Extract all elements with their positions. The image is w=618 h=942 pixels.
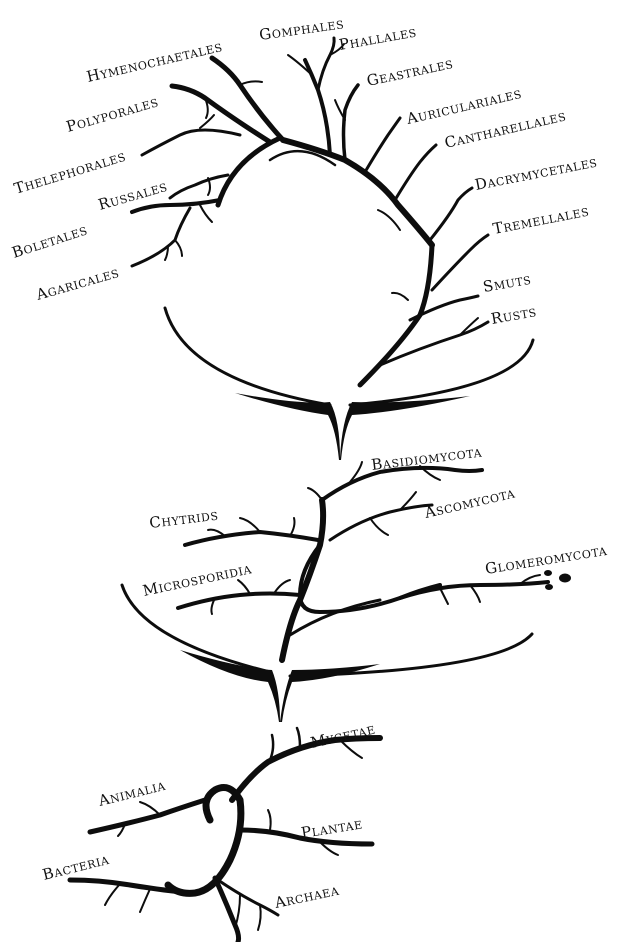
top-ring-top: [283, 140, 432, 245]
branch-mycetae-twig-a: [270, 735, 273, 760]
branch-ascomycota: [330, 505, 432, 540]
top-tier-bowl-left-arc: [165, 308, 330, 405]
branch-glomeromycota-twig-b: [440, 588, 448, 604]
branch-tremellales: [432, 235, 488, 290]
branch-auriculariales: [365, 118, 400, 172]
branch-agaricales: [132, 208, 190, 266]
label-phallales: Phallales: [338, 23, 418, 54]
branch-boletales: [132, 200, 220, 212]
label-thelephorales: Thelephorales: [12, 147, 128, 198]
branch-animalia-twig-a: [140, 802, 160, 815]
branch-chytrids-twig-b: [208, 530, 225, 536]
branch-hymenochaetales-twig: [240, 81, 262, 85]
label-smuts: Smuts: [482, 270, 533, 296]
branch-bacteria-twig-b: [140, 889, 150, 912]
branch-plantae-twig-a: [268, 810, 271, 830]
branch-ascomycota-twig-a: [370, 518, 388, 535]
branch-smuts-twig: [392, 293, 408, 300]
glomeromycota-spore: [544, 570, 552, 576]
label-plantae: Plantae: [300, 814, 364, 841]
branch-dacrymycetales: [430, 188, 472, 240]
branch-bacteria-twig-a: [105, 884, 120, 905]
top-tier-bowl-right-arc: [350, 340, 533, 405]
branch-mycetae: [232, 738, 380, 800]
branch-microsporidia-twig-a: [238, 580, 250, 594]
label-boletales: Boletales: [10, 220, 90, 261]
bottom-ring: [168, 788, 241, 894]
branch-chytrids: [185, 532, 318, 545]
branch-microsporidia: [178, 594, 300, 609]
branch-russales-twig: [208, 178, 210, 195]
label-chytrids: Chytrids: [148, 506, 219, 532]
label-mycetae: Mycetae: [309, 720, 377, 752]
label-ascomycota: Ascomycota: [422, 484, 517, 523]
label-hymenochaetales: Hymenochaetales: [85, 37, 224, 86]
label-geastrales: Geastrales: [365, 54, 455, 90]
label-russales: Russales: [96, 177, 169, 214]
label-agaricales: Agaricales: [33, 263, 121, 304]
branch-chytrids-twig-c: [290, 518, 295, 536]
label-gomphales: Gomphales: [258, 14, 345, 44]
top-ring-left: [218, 138, 280, 205]
branch-glomeromycota-twig-a: [470, 585, 480, 602]
branch-basidiomycota: [322, 468, 482, 500]
branch-chytrids-twig-a: [240, 518, 260, 532]
glomeromycota-spore: [559, 574, 571, 583]
label-rusts: Rusts: [490, 302, 538, 328]
branch-archaea-twig-a: [235, 895, 240, 928]
branch-basidiomycota-twig-c: [308, 488, 322, 500]
branch-phallales: [318, 38, 334, 90]
branch-agaricales-twig-a: [175, 240, 182, 256]
branch-gomphales: [305, 60, 330, 155]
label-archaea: Archaea: [272, 881, 341, 912]
label-tremellales: Tremellales: [491, 202, 590, 238]
branch-cantharellales: [395, 145, 436, 200]
label-dacrymycetales: Dacrymycetales: [473, 153, 598, 194]
label-polyporales: Polyporales: [64, 92, 160, 136]
label-animalia: Animalia: [96, 776, 168, 810]
branch-archaea-twig-b: [258, 905, 261, 930]
branch-thelephorales: [142, 130, 240, 155]
branch-boletales-twig: [200, 205, 212, 222]
branch-dacrymycetales-twig: [378, 210, 400, 230]
branch-geastrales: [344, 85, 359, 160]
branch-microsporidia-twig-c: [275, 580, 290, 592]
branch-mycetae-twig-b: [297, 728, 300, 747]
glomeromycota-spore: [545, 584, 553, 590]
